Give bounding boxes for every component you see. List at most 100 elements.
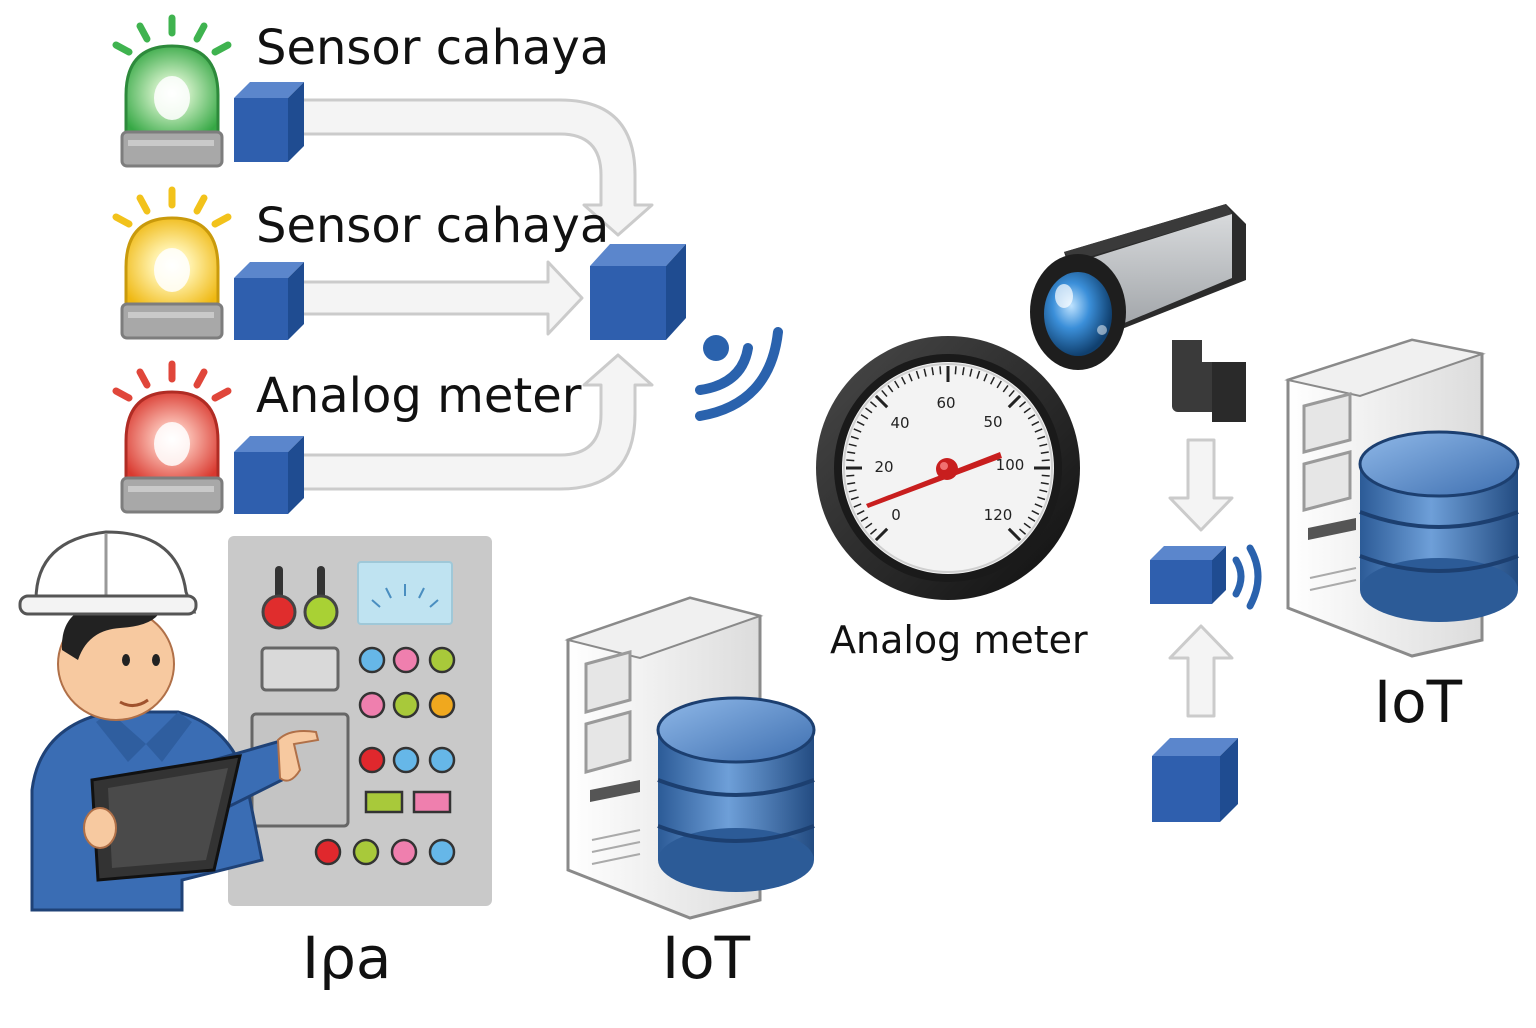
gauge-tick-mark [1039, 443, 1048, 447]
arrow-camera-down [1168, 438, 1234, 532]
gauge-tick-mark [901, 376, 906, 385]
database-right-icon [1358, 430, 1520, 622]
gauge-tick-mark [1027, 414, 1036, 420]
gauge-tick-mark [869, 401, 878, 408]
label-panel: Iρa [302, 924, 392, 992]
gauge-tick-mark [1034, 428, 1043, 433]
gauge-tick-mark [850, 435, 859, 440]
label-sensor-green: Sensor cahaya [256, 20, 610, 76]
gauge-tick-mark [850, 496, 859, 501]
label-sensor-yellow: Sensor cahaya [256, 198, 610, 254]
server-right-icon [1284, 338, 1520, 658]
gauge-tick-mark [856, 421, 865, 426]
gauge-tick-mark [1041, 474, 1050, 477]
gauge-tick-mark [996, 380, 1002, 389]
label-analog-meter-sensor: Analog meter [256, 368, 582, 424]
gauge-tick-mark [1007, 527, 1022, 542]
gauge-tick-mark [990, 376, 995, 385]
gauge-tick-mark [976, 370, 981, 379]
gauge-tick-mark [846, 459, 855, 462]
label-iot-center: IoT [662, 924, 751, 992]
arrow-cube-up [1168, 624, 1234, 718]
label-iot-right: IoT [1374, 668, 1463, 736]
signal-light-yellow [112, 186, 232, 340]
cube-bottom-node [1152, 738, 1238, 822]
gauge-tick-mark [1031, 421, 1040, 426]
control-panel [228, 536, 492, 906]
server-center-icon [564, 596, 816, 920]
gauge-tick-mark [923, 368, 927, 377]
gauge-tick-mark [1008, 389, 1015, 398]
gauge-tick-mark [887, 385, 894, 393]
gauge-tick-mark [915, 370, 920, 379]
cctv-camera-icon [1030, 204, 1246, 422]
gauge-tick-mark [853, 428, 862, 433]
gauge-tick-mark [856, 510, 865, 515]
label-analog-meter: Analog meter [830, 618, 1088, 662]
gauge-tick-mark [881, 389, 888, 398]
gauge-tick-120: 120 [984, 506, 1013, 524]
gauge-tick-mark [1040, 481, 1049, 485]
cube-hub [590, 244, 686, 340]
gauge-tick-40: 40 [890, 414, 909, 432]
gauge-tick-mark [1037, 496, 1046, 501]
wifi-signal-small-icon [1232, 544, 1262, 610]
gauge-tick-mark [1034, 503, 1043, 508]
gauge-tick-100: 100 [996, 456, 1025, 474]
cube-sensor-green [234, 82, 304, 162]
gauge-tick-mark [1027, 516, 1036, 522]
arrow-middle [300, 260, 584, 336]
gauge-tick-mark [931, 367, 935, 376]
gauge-tick-mark [853, 503, 862, 508]
gauge-tick-mark [846, 474, 855, 477]
gauge-tick-mark [1041, 459, 1050, 462]
gauge-tick-mark [961, 367, 965, 376]
analog-gauge: 0 20 40 60 50 100 120 [816, 336, 1080, 600]
gauge-tick-mark [1037, 435, 1046, 440]
gauge-tick-mark [939, 366, 942, 375]
gauge-tick-mark [1018, 528, 1027, 535]
gauge-tick-mark [969, 368, 973, 377]
gauge-tick-50: 50 [983, 413, 1002, 431]
gauge-tick-mark [894, 380, 900, 389]
wifi-signal-icon [695, 327, 783, 421]
gauge-tick-mark [847, 481, 856, 485]
flow-arrows [298, 98, 1234, 718]
signal-light-red [112, 360, 232, 514]
gauge-tick-mark [1039, 489, 1048, 493]
gauge-tick-0: 0 [891, 506, 901, 524]
gauge-tick-mark [983, 373, 988, 382]
worker-figure [18, 530, 320, 912]
gauge-tick-20: 20 [874, 458, 893, 476]
arrow-bottom [298, 353, 654, 491]
signal-light-green [112, 14, 232, 168]
gauge-tick-mark [1018, 401, 1027, 408]
gauge-tick-mark [874, 394, 889, 409]
gauge-needle [866, 452, 1002, 508]
gauge-tick-mark [860, 516, 869, 522]
gauge-tick-mark [865, 522, 873, 529]
gauge-tick-mark [847, 451, 856, 455]
gauge-tick-mark [860, 414, 869, 420]
gauge-tick-mark [1023, 522, 1031, 529]
database-center-icon [656, 696, 816, 892]
gauge-tick-mark [1007, 394, 1022, 409]
cube-camera-node [1150, 546, 1226, 604]
gauge-tick-mark [954, 366, 957, 375]
gauge-tick-mark [1023, 407, 1031, 414]
cube-sensor-yellow [234, 262, 304, 340]
gauge-tick-mark [874, 527, 889, 542]
gauge-tick-mark [865, 407, 873, 414]
gauge-tick-mark [848, 443, 857, 447]
gauge-tick-mark [908, 373, 913, 382]
gauge-tick-mark [848, 489, 857, 493]
gauge-tick-mark [1031, 510, 1040, 515]
gauge-tick-mark [869, 528, 878, 535]
gauge-tick-mark [1002, 385, 1009, 393]
cube-sensor-red [234, 436, 304, 514]
gauge-tick-mark [1040, 451, 1049, 455]
arrow-top [298, 98, 654, 237]
gauge-tick-60: 60 [936, 394, 955, 412]
